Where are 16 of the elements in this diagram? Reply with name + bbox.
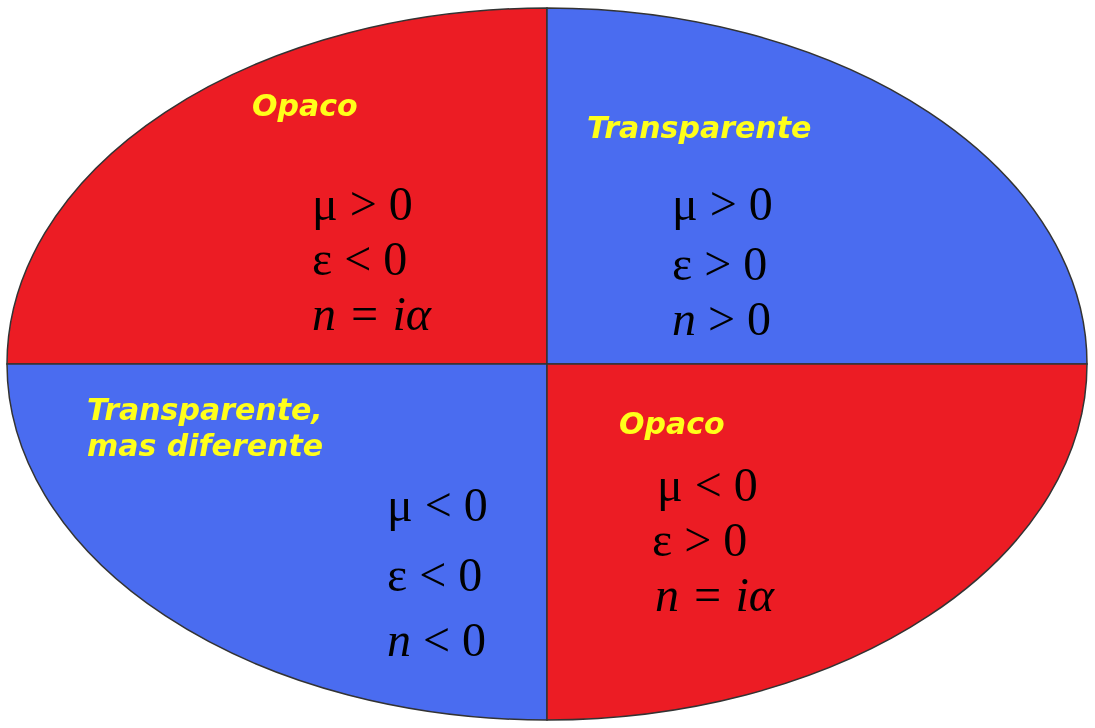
- region-title: Opaco: [619, 406, 725, 442]
- formula: n > 0: [672, 293, 772, 345]
- region-title: Transparente, mas diferente: [87, 392, 325, 464]
- formula: n < 0: [387, 614, 487, 666]
- formula: ε < 0: [387, 549, 483, 601]
- formula: μ > 0: [672, 178, 773, 230]
- formula: n = iα: [312, 288, 431, 340]
- formula: n = iα: [655, 569, 774, 621]
- formula: μ < 0: [387, 479, 488, 531]
- region-title: Transparente: [587, 110, 812, 146]
- formula: ε > 0: [652, 514, 748, 566]
- formula: μ > 0: [312, 178, 413, 230]
- formula: ε < 0: [312, 233, 408, 285]
- region-title: Opaco: [252, 88, 358, 124]
- formula: μ < 0: [657, 459, 758, 511]
- formula: ε > 0: [672, 238, 768, 290]
